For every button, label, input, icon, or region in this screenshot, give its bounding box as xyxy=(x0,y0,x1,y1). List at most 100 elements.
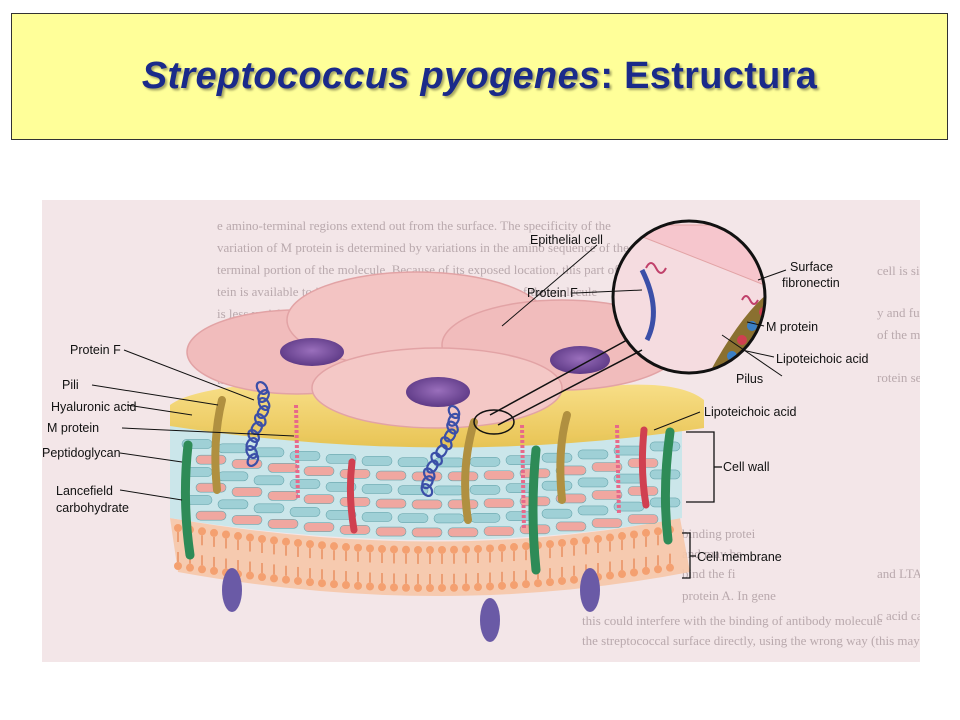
peptidoglycan-strand xyxy=(469,456,501,467)
background-text-line: and may be xyxy=(682,546,742,561)
label-pili: Pili xyxy=(62,378,79,392)
lipid-head xyxy=(570,537,578,546)
peptidoglycan-strand xyxy=(231,515,263,525)
label-cell-wall: Cell wall xyxy=(723,460,770,474)
lipid-head xyxy=(318,579,326,588)
protein-f-link xyxy=(425,459,439,474)
lipid-head xyxy=(510,581,518,590)
figure-canvas: e amino-terminal regions extend out from… xyxy=(42,200,920,662)
peptidoglycan-strand xyxy=(303,522,335,532)
lipid-head xyxy=(354,543,362,552)
lipid-head xyxy=(534,579,542,588)
peptidoglycan-strand xyxy=(411,527,443,538)
lipid-head xyxy=(450,545,458,554)
peptidoglycan-strand xyxy=(397,485,429,496)
lipid-head xyxy=(222,530,230,539)
lipid-head xyxy=(522,542,530,551)
lipid-head xyxy=(282,575,290,584)
lipid-head xyxy=(330,542,338,551)
slide-title: Streptococcus pyogenes: Estructura xyxy=(142,55,817,98)
lipid-head xyxy=(582,536,590,545)
lipid-head xyxy=(558,538,566,547)
lipid-head xyxy=(330,580,338,589)
lipid-head xyxy=(474,545,482,554)
lipid-head xyxy=(198,565,206,574)
protein-f-link xyxy=(255,380,269,396)
peptidoglycan-strand xyxy=(447,527,479,538)
lipid-head xyxy=(546,578,554,587)
nucleus xyxy=(406,377,470,407)
pilus xyxy=(211,396,226,494)
peptidoglycan-strand xyxy=(303,466,335,476)
leader-lines xyxy=(91,244,787,501)
protein-f-link xyxy=(447,404,461,420)
lipid-head xyxy=(354,581,362,590)
lipid-head xyxy=(294,576,302,585)
lipid-head xyxy=(366,544,374,553)
pilus xyxy=(556,411,571,504)
background-text-line: terminal portion of the molecule. Becaus… xyxy=(217,262,653,277)
peptidoglycan-strand xyxy=(483,526,515,537)
protein-f-link xyxy=(420,482,434,498)
lipid-head xyxy=(546,540,554,549)
lancefield-rod xyxy=(180,440,195,560)
lipid-head xyxy=(210,528,218,537)
peptidoglycan-strand xyxy=(289,507,321,517)
peptidoglycan-strand xyxy=(577,505,609,516)
lipid-head xyxy=(390,583,398,592)
surface-structures xyxy=(180,380,675,642)
lipid-head xyxy=(306,578,314,587)
peptidoglycan-strand xyxy=(469,512,501,523)
lancefield-rod xyxy=(660,427,675,545)
lipid-head xyxy=(438,583,446,592)
lipid-head xyxy=(630,530,638,539)
lipid-head xyxy=(246,533,254,542)
protein-f-link xyxy=(245,436,259,452)
protein-f-link xyxy=(435,443,448,459)
peptidoglycan-strand xyxy=(433,485,465,496)
label-cell-membrane: Cell membrane xyxy=(697,550,782,564)
label-hyaluronic-acid: Hyaluronic acid xyxy=(51,400,137,414)
lipid-head xyxy=(642,528,650,537)
background-text-line: and LTA bind fibronectin xyxy=(877,566,920,581)
lipid-head xyxy=(450,583,458,592)
lipid-head xyxy=(258,535,266,543)
lipid-head xyxy=(414,583,422,592)
lipid-head xyxy=(522,580,530,589)
lipid-head xyxy=(198,527,206,536)
peptidoglycan-strand xyxy=(217,443,249,454)
lipid-head xyxy=(270,536,278,545)
peptidoglycan-strand xyxy=(361,456,393,466)
peptidoglycan-strand xyxy=(325,454,357,464)
lipid-head xyxy=(366,582,374,591)
zoom-line xyxy=(497,349,643,426)
label-lipoteichoic-inset: Lipoteichoic acid xyxy=(776,352,868,366)
peptidoglycan-strand xyxy=(267,491,299,501)
protein-f-link xyxy=(250,420,264,436)
label-protein-f: Protein F xyxy=(70,343,121,357)
background-text-line: bind the fi xyxy=(682,566,736,581)
peptidoglycan-strand xyxy=(217,471,249,482)
background-text-line: binding protei xyxy=(682,526,756,541)
peptidoglycan-strand xyxy=(397,513,429,524)
lipid-head xyxy=(606,571,614,580)
lipid-head xyxy=(378,545,386,554)
background-text-line: this could interfere with the binding of… xyxy=(582,613,883,628)
lipid-head xyxy=(318,541,326,550)
lipid-head xyxy=(630,568,638,577)
lipid-head xyxy=(402,545,410,554)
peptidoglycan-strand xyxy=(577,449,609,460)
lipid-head xyxy=(294,538,302,547)
lipid-head xyxy=(474,583,482,592)
peptidoglycan-strand xyxy=(267,463,299,473)
lipid-head xyxy=(642,566,650,575)
peptidoglycan-strand xyxy=(483,498,515,509)
cell-membrane-bracket xyxy=(682,532,696,579)
peptidoglycan-strand xyxy=(469,484,501,495)
lancefield-rod xyxy=(528,445,541,575)
protein-f-link xyxy=(443,428,457,443)
background-text-line: c acid capsule may be xyxy=(877,608,920,623)
label-protein-f-inset: Protein F xyxy=(527,286,578,300)
lipid-head xyxy=(498,581,506,590)
background-text-line: protein A. In gene xyxy=(682,588,776,603)
